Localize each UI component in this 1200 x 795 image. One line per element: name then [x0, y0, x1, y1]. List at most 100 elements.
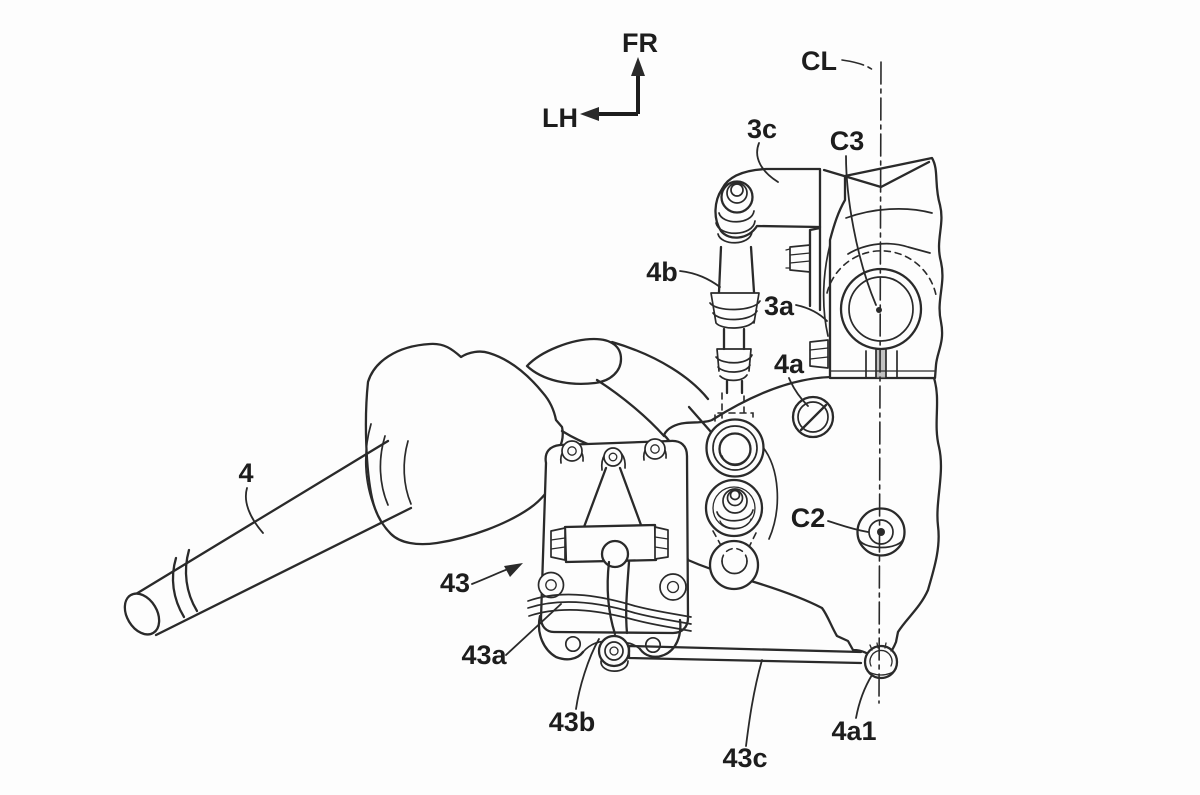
corner-bolt-right: [659, 573, 687, 601]
ball-end-label: 4a1: [831, 716, 876, 746]
mid-joint-ring: [712, 486, 756, 530]
pivot-boss-inner: [868, 519, 894, 545]
upper-bushing-ring: [712, 425, 758, 471]
shaft-collar-arc-left: [171, 556, 186, 619]
clamp-slot-shade: [876, 350, 886, 378]
link-nut-2: [715, 348, 753, 382]
roller-lower-lobe: [600, 660, 629, 672]
shaft-leader: [245, 487, 264, 534]
corner-bolt-left: [537, 571, 565, 599]
boot-fold-arc-inner: [379, 435, 389, 506]
plate-diagonal-edge: [687, 405, 713, 434]
boot-fold-arc-outer: [364, 423, 376, 510]
mount-leader: [505, 603, 562, 656]
shaft-label: 4: [238, 458, 253, 488]
orientation-arrow-lines: [596, 72, 640, 116]
pivot-axis-label: C2: [791, 503, 826, 533]
mid-joint-cup-arc2: [719, 518, 752, 529]
mount-label: 43a: [461, 640, 507, 670]
arm-wall-lines: [808, 225, 822, 312]
hidden-link-end-dashes: [714, 392, 754, 422]
lever-hex-nub-left: [550, 527, 566, 561]
bracket-leader: [795, 304, 828, 322]
sweep-curve-lower: [595, 378, 666, 438]
lever-pivot-circle: [600, 539, 630, 569]
mount-ear-left-hole: [564, 635, 582, 653]
leaf-spring-lines: [527, 593, 692, 632]
actuator-tab-left-hole: [561, 440, 583, 462]
boss-leader: [788, 377, 809, 407]
bracket-label: 3a: [764, 291, 795, 321]
lower-cup-top-arc: [721, 547, 748, 562]
gearbox-arm: [525, 337, 710, 460]
left-direction-label: LH: [542, 103, 578, 133]
rod-label: 43c: [722, 743, 767, 773]
mount-ear-left: [537, 614, 585, 661]
ball-stud-washer: [726, 182, 748, 204]
ball-end-base-arc: [865, 668, 897, 676]
actuator-tab-right-hole: [644, 438, 666, 460]
clamp-slot-lines: [865, 349, 898, 379]
roller-pin: [609, 646, 619, 656]
link-rod-middle: [722, 327, 746, 351]
fork-band-1: [845, 208, 933, 219]
clamp-bolt-upper-lines: [785, 248, 811, 269]
boot-ridge-arc: [403, 440, 412, 505]
front-direction-label: FR: [622, 28, 658, 58]
link-leader: [679, 270, 721, 288]
centerline-label: CL: [801, 46, 837, 76]
boss-label: 4a: [774, 349, 805, 379]
lever-anchor-hole: [603, 447, 623, 467]
upper-bushing-inner-arc: [721, 455, 749, 467]
steering-arm: [714, 167, 822, 312]
shaft-bottom-line: [154, 506, 413, 637]
housing-outline: [364, 342, 564, 546]
pivot-boss-base-arc: [857, 536, 905, 549]
steering-axis-label: C3: [830, 126, 865, 156]
mount-ear-right: [638, 618, 682, 658]
fork-band-2: [847, 242, 931, 255]
corner-bolt-left-hole: [545, 579, 557, 591]
boss-4a-slot: [799, 403, 828, 432]
ball-stud-head: [730, 183, 744, 197]
lever-hex-nub-right: [654, 526, 669, 560]
leader-lines: [245, 59, 877, 747]
steering-axis-dot: [876, 307, 882, 313]
roller-outer: [597, 634, 631, 668]
lever-hex-nub-right-lines: [654, 536, 669, 550]
mid-joint-cup-arc1: [716, 509, 754, 522]
shaft-top-line: [129, 439, 390, 599]
gearbox-end-cap: [525, 337, 623, 385]
clamp-bolt-upper: [789, 244, 811, 273]
reference-labels: CL C3 3c 4b 3a 4a 4 43 43a 43b 43c C2 4a…: [238, 46, 876, 773]
shaft-collar-arc-right: [184, 548, 199, 613]
centerline: [878, 61, 882, 704]
lower-cup-bottom-arc: [721, 560, 748, 575]
link-label: 4b: [646, 257, 678, 287]
pivot-boss-center-dot: [877, 528, 885, 536]
mount-ear-right-hole: [644, 636, 662, 654]
roller-label: 43b: [549, 707, 596, 737]
ball-end-inner-arc: [869, 649, 893, 667]
roller-ring: [604, 641, 624, 661]
link-rod-upper: [717, 245, 756, 294]
knuckle-plate: [662, 375, 943, 680]
rod-lines: [627, 644, 863, 665]
link-nut-1: [709, 292, 761, 329]
roller-leader: [575, 638, 600, 710]
corner-bolt-right-hole: [666, 580, 680, 594]
mid-joint-washer: [722, 488, 748, 514]
sweep-curve-upper: [610, 340, 710, 401]
left-arrowhead: [580, 107, 599, 121]
mid-joint-tip: [729, 489, 741, 501]
gearbox-housing: [364, 342, 564, 546]
actuator-tab-right-pin: [650, 444, 660, 454]
ball-stud-collar-arcs: [715, 210, 756, 244]
pivot-axis-leader: [827, 520, 869, 533]
steering-bore-inner: [848, 276, 914, 342]
actuator-label: 43: [440, 568, 470, 598]
link-rod-lower: [725, 379, 744, 395]
shaft-end-cap: [123, 592, 161, 636]
rod-leader: [745, 659, 763, 747]
